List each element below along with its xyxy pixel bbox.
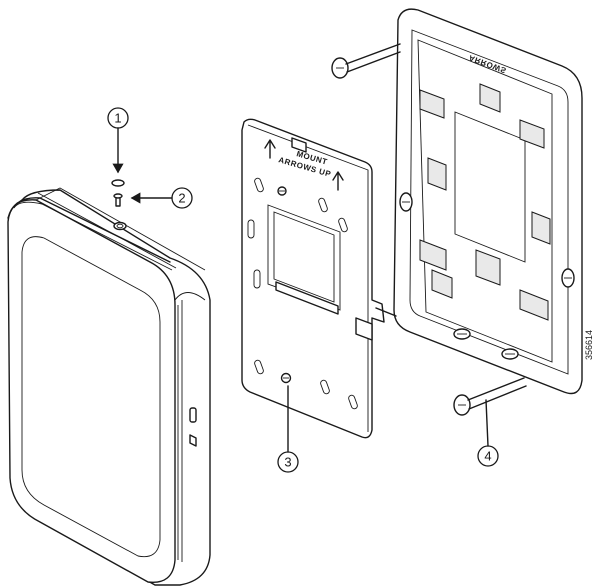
washer-part [111, 179, 125, 187]
callout-3: 3 [277, 385, 299, 473]
callout-1-label: 1 [114, 111, 121, 126]
back-box: ARROWS [393, 8, 583, 395]
figure-id: 356614 [584, 330, 594, 360]
callout-2-label: 2 [178, 191, 185, 206]
callout-3-label: 3 [284, 455, 291, 470]
callout-2: 2 [130, 187, 193, 209]
security-screw-part [113, 193, 123, 207]
upper-wall-screw [331, 43, 401, 79]
lower-wall-screw [453, 377, 527, 416]
plate-latch-line [375, 307, 397, 317]
access-point-device [7, 187, 211, 586]
callout-4: 4 [477, 399, 499, 467]
mounting-plate: MOUNT ARROWS UP [241, 118, 385, 439]
callout-4-label: 4 [484, 449, 491, 464]
callout-1: 1 [107, 107, 129, 174]
